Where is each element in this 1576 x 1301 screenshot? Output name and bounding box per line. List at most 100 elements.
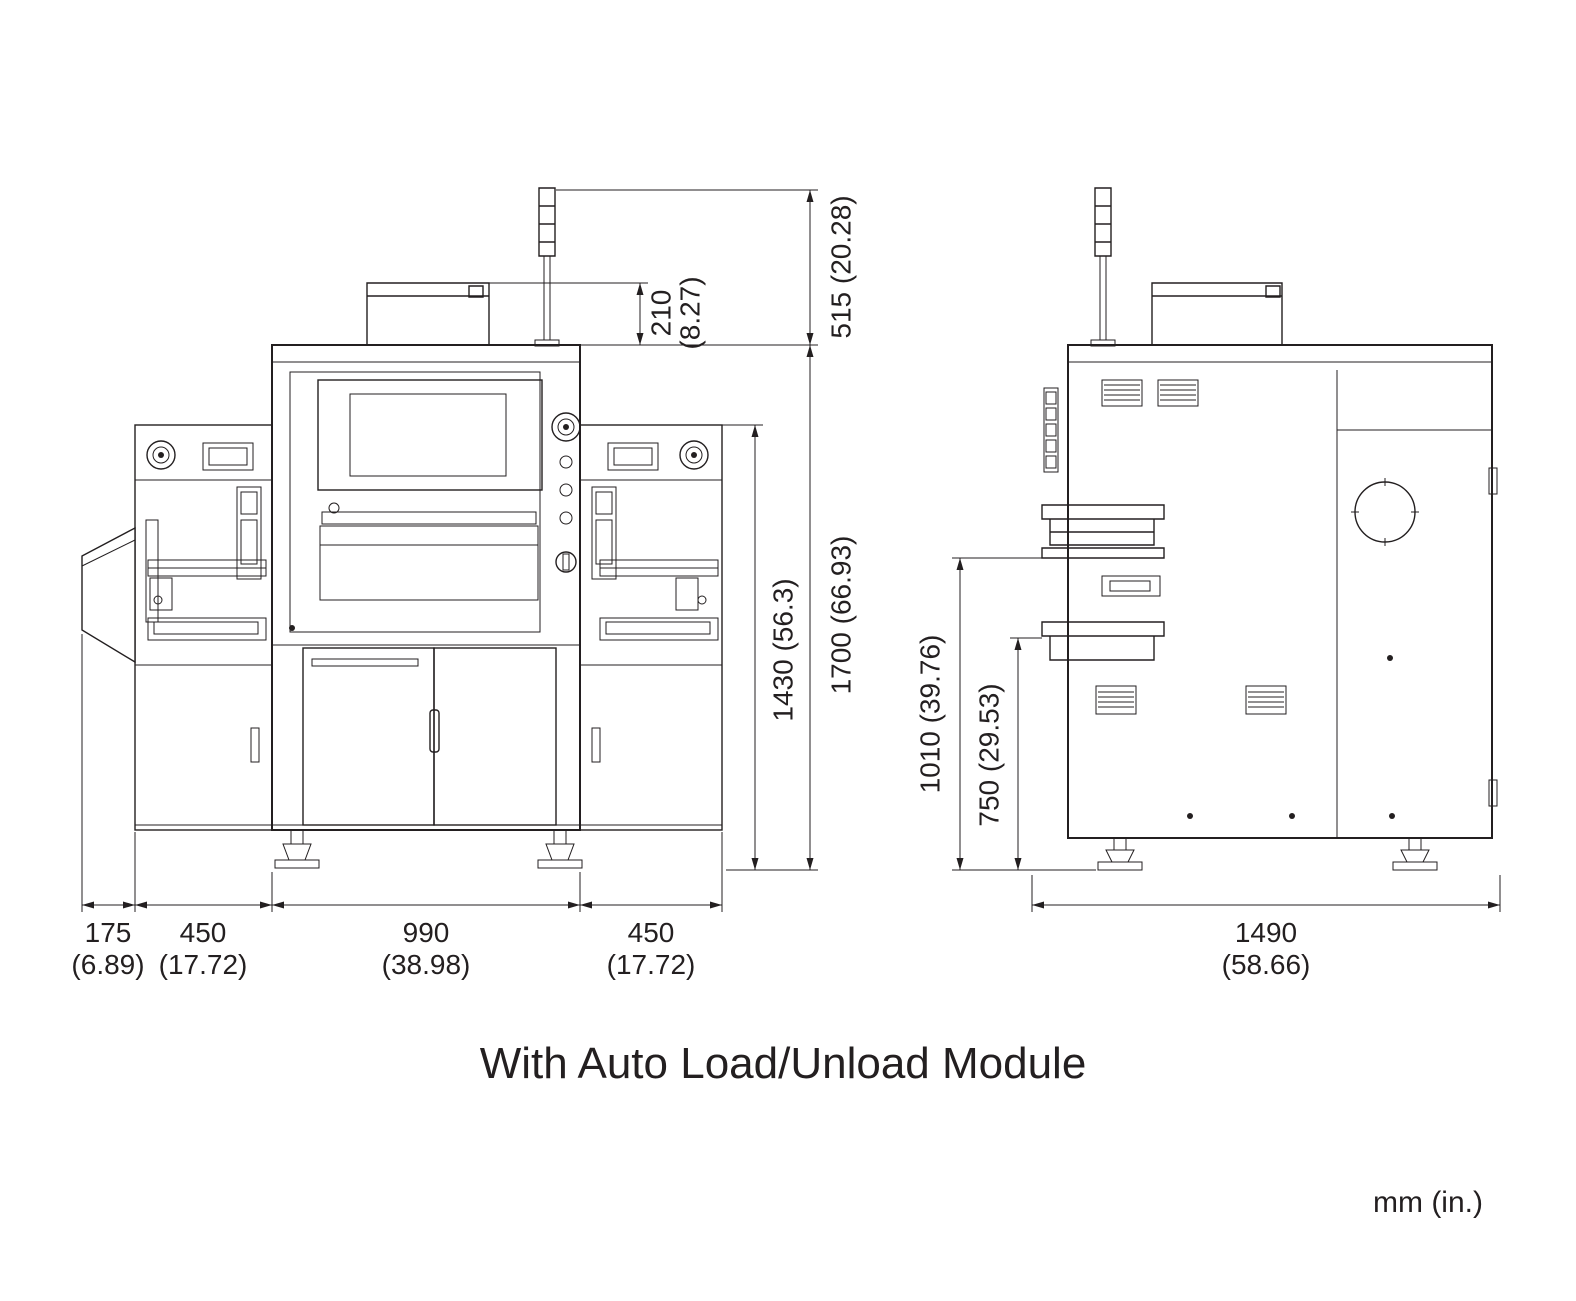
- front-main-cabinet: [271, 344, 581, 831]
- front-leveling-feet: [274, 829, 583, 869]
- front-conveyor-rails: [319, 511, 539, 601]
- side-left-foot: [1097, 837, 1143, 871]
- vent-grille-mid-right: [1245, 685, 1287, 715]
- screw-dot: [1389, 813, 1395, 819]
- front-view: 210 (8.27) 515 (20.28) 1700 (66.93) 1430…: [71, 187, 856, 980]
- dim-chute-width-mm: 175: [85, 917, 132, 948]
- front-right-door: [433, 647, 557, 826]
- dim-overall-height: 1700 (66.93): [825, 536, 856, 695]
- side-top-box-outline: [1151, 282, 1283, 346]
- vent-grille-top-left: [1101, 379, 1143, 407]
- drawing-title: With Auto Load/Unload Module: [480, 1039, 1087, 1088]
- right-module-handle: [591, 727, 601, 763]
- side-fan-port-icon: [1354, 481, 1416, 543]
- side-panel-screws: [1187, 655, 1395, 819]
- units-note: mm (in.): [1373, 1186, 1483, 1219]
- right-module-estop-center: [691, 452, 697, 458]
- front-right-load-module: [579, 424, 723, 831]
- dim-right-module-width-mm: 450: [628, 917, 675, 948]
- front-door-handle: [429, 709, 440, 753]
- dim-overall-depth-in: (58.66): [1222, 949, 1311, 980]
- front-door-vent-slot: [311, 658, 419, 667]
- left-module-mechanism: [145, 486, 267, 641]
- side-upper-shelf: [1041, 504, 1165, 559]
- right-module-roller-icon: [697, 595, 707, 605]
- push-button-3-icon: [559, 511, 573, 525]
- side-body-outline: [1067, 344, 1493, 839]
- front-monitor-bezel: [317, 379, 543, 491]
- front-dim-lines: [82, 190, 811, 906]
- left-module-estop-center: [158, 452, 164, 458]
- right-module-display: [607, 442, 659, 471]
- side-lower-shelf: [1041, 621, 1165, 661]
- right-module-estop-icon: [679, 440, 709, 470]
- dim-top-box-height-mm: 210: [645, 290, 676, 337]
- side-right-foot: [1392, 837, 1438, 871]
- chute-inner-line: [81, 539, 136, 567]
- side-signal-tower-icon: [1090, 187, 1116, 347]
- screw-dot: [1289, 813, 1295, 819]
- front-monitor-button: [328, 502, 340, 514]
- side-leveling-feet: [1097, 837, 1438, 871]
- front-panel-screw: [289, 625, 295, 631]
- front-tower-lamp: [538, 187, 556, 257]
- dim-left-module-width-mm: 450: [180, 917, 227, 948]
- dim-lower-conveyor-height: 750 (29.53): [973, 683, 1004, 826]
- side-load-module: [1041, 387, 1165, 661]
- emergency-stop-center-icon: [563, 424, 569, 430]
- key-switch-slot: [562, 553, 570, 571]
- dim-upper-conveyor-height: 1010 (39.76): [914, 635, 945, 794]
- front-monitor: [317, 379, 543, 514]
- push-button-1-icon: [559, 455, 573, 469]
- right-module-panel-lines: [580, 479, 722, 826]
- push-button-2-icon: [559, 483, 573, 497]
- front-right-foot: [537, 829, 583, 869]
- side-view: 1010 (39.76) 750 (29.53) 1490 (58.66): [914, 187, 1501, 980]
- front-left-door: [302, 647, 435, 826]
- front-exit-chute: [81, 526, 136, 664]
- dim-module-height: 1430 (56.3): [767, 578, 798, 721]
- side-body-panel-lines: [1068, 361, 1498, 838]
- front-top-box: [366, 282, 490, 346]
- right-module-outline: [579, 424, 723, 831]
- side-top-box: [1151, 282, 1283, 346]
- side-tower-lamp: [1094, 187, 1112, 257]
- side-dim-arrowheads: [956, 558, 1500, 909]
- left-module-display: [202, 442, 254, 471]
- emergency-stop-ring-icon: [557, 418, 575, 436]
- side-extension-lines: [952, 557, 1501, 912]
- side-carriage: [1101, 575, 1161, 597]
- screw-dot: [1187, 813, 1193, 819]
- screw-dot: [1387, 655, 1393, 661]
- dim-tower-height: 515 (20.28): [825, 195, 856, 338]
- dim-center-body-width-mm: 990: [403, 917, 450, 948]
- front-monitor-screen: [349, 393, 507, 477]
- side-main-body: [1067, 344, 1498, 839]
- front-top-box-outline: [366, 282, 490, 346]
- dim-overall-depth-mm: 1490: [1235, 917, 1297, 948]
- front-conveyor-window: [289, 511, 539, 631]
- key-switch-icon: [555, 551, 577, 573]
- front-left-load-module: [134, 424, 273, 831]
- front-control-buttons: [551, 412, 581, 573]
- side-dim-lines: [959, 558, 1500, 906]
- front-left-foot: [274, 829, 320, 869]
- vent-grille-mid-left: [1095, 685, 1137, 715]
- vent-grille-top-right: [1157, 379, 1199, 407]
- dim-left-module-width-in: (17.72): [159, 949, 248, 980]
- side-fan-port-ticks: [1351, 478, 1419, 546]
- front-lower-doors: [302, 647, 557, 826]
- dim-top-box-height-in: (8.27): [674, 276, 705, 349]
- left-module-estop-icon: [146, 440, 176, 470]
- front-tower-pole: [534, 255, 560, 347]
- left-module-outline: [134, 424, 273, 831]
- left-module-estop-ring: [152, 446, 170, 464]
- side-dimension-lines: [952, 557, 1501, 912]
- front-signal-tower-icon: [534, 187, 560, 347]
- chute-body: [81, 526, 136, 664]
- front-dimension-lines: [81, 189, 818, 912]
- dim-center-body-width-in: (38.98): [382, 949, 471, 980]
- right-module-estop-ring: [685, 446, 703, 464]
